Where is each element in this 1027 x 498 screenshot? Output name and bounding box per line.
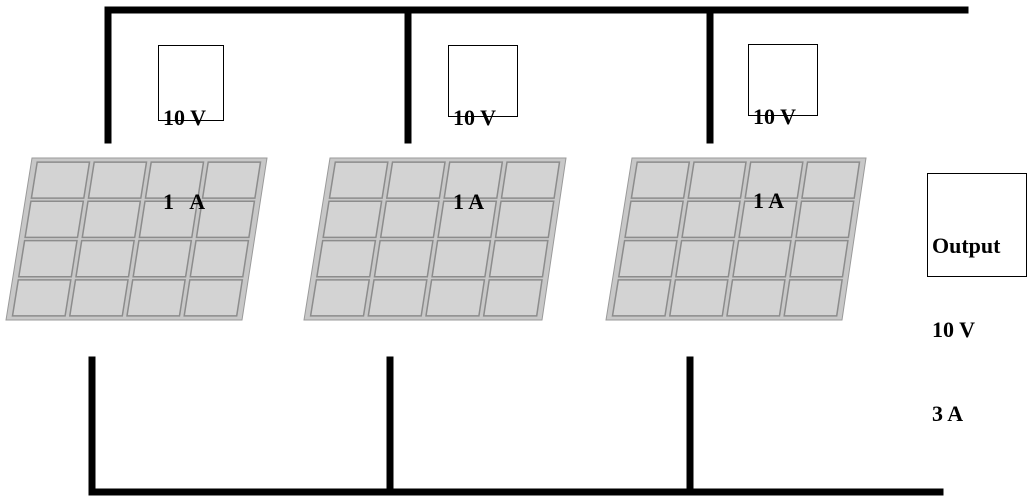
panel-cell (443, 161, 504, 199)
panel-cell (431, 239, 492, 278)
output-voltage: 10 V (932, 317, 975, 342)
panel-cell (68, 279, 129, 317)
panel-cell (744, 161, 804, 199)
panel-cell (75, 239, 135, 278)
panel-cell (183, 279, 244, 317)
panel-cell (783, 279, 843, 317)
panel-cell (132, 239, 193, 278)
panel-cell (385, 161, 446, 199)
panel-voltage-2: 10 V (453, 105, 496, 130)
panel-cell (195, 200, 256, 239)
panel-voltage-1: 10 V (163, 105, 206, 130)
panel-cell (738, 200, 798, 239)
panel-cell (687, 161, 747, 199)
panel-cell (681, 200, 741, 239)
panel-cell (309, 279, 371, 317)
panel-cell (425, 279, 486, 317)
solar-panel-1 (5, 157, 268, 321)
output-label: Output 10 V 3 A (927, 173, 1027, 426)
panel-cell (11, 279, 72, 317)
panel-cell (189, 239, 250, 278)
panel-cell (482, 279, 543, 317)
panel-cell (81, 200, 142, 239)
panel-cell (24, 200, 85, 239)
panel-voltage-3: 10 V (753, 104, 796, 129)
panel-cell (624, 200, 684, 239)
panel-cell (789, 239, 849, 278)
bottom-bus (88, 356, 944, 496)
output-title: Output (932, 233, 1001, 258)
panel-cell (801, 161, 861, 199)
panel-cell (373, 239, 434, 278)
panel-cell (328, 161, 389, 199)
panel-cell (617, 239, 678, 278)
panel-cell (144, 161, 205, 199)
panel-cell (437, 200, 498, 239)
panel-cell (87, 161, 148, 199)
panel-cell (17, 239, 78, 278)
panel-cell (30, 161, 91, 199)
panel-cell (611, 279, 672, 317)
panel-cell (732, 239, 792, 278)
panel-cell (316, 239, 377, 278)
panel-cell (500, 161, 561, 199)
output-current: 3 A (932, 401, 964, 426)
panel-current-3: 1 A (753, 188, 785, 213)
panel-cell (379, 200, 440, 239)
panel-current-1: 1 A (163, 189, 206, 214)
panel-cell (488, 239, 549, 278)
panel-label-2: 10 V 1 A (448, 45, 518, 214)
solar-panel-2 (303, 157, 567, 321)
panel-current-2: 1 A (453, 189, 485, 214)
panel-cell (367, 279, 428, 317)
panel-label-3: 10 V 1 A (748, 44, 818, 213)
panel-cell (494, 200, 555, 239)
panel-cell (322, 200, 383, 239)
panel-cell (630, 161, 691, 199)
panel-cell (138, 200, 199, 239)
panel-cell (726, 279, 786, 317)
panel-cell (201, 161, 262, 199)
panel-cell (795, 200, 855, 239)
panel-cell (668, 279, 729, 317)
panel-cell (126, 279, 186, 317)
solar-panel-3 (605, 157, 867, 321)
panel-cell (675, 239, 735, 278)
panel-label-1: 10 V 1 A (158, 45, 224, 214)
top-bus (104, 6, 969, 144)
